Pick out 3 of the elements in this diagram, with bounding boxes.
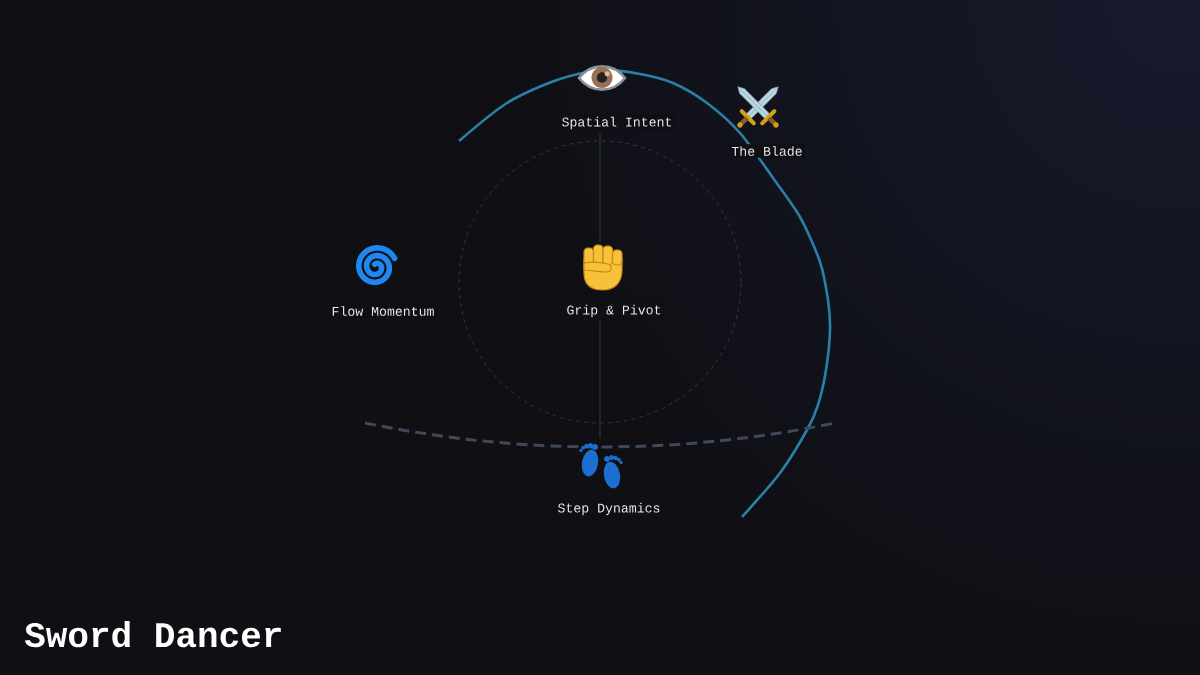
title: Sword Dancer [24, 620, 281, 648]
node-label: The Blade [729, 144, 805, 158]
node-label: Flow Momentum [329, 304, 437, 318]
